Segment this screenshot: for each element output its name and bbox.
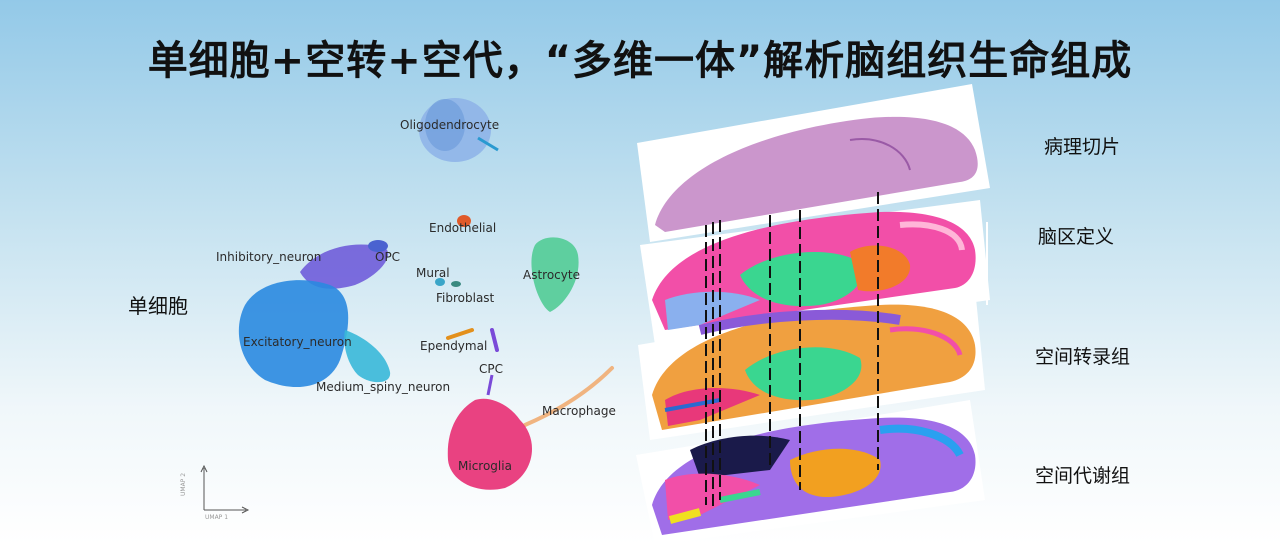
cluster-cpc (490, 328, 499, 352)
cluster-label-mural: Mural (416, 266, 450, 280)
layer-label-spatial-metabolome: 空间代谢组 (1035, 465, 1131, 487)
cluster-oligodendrocyte (419, 98, 499, 162)
umap-x-axis-label: UMAP 1 (205, 514, 229, 521)
cluster-label-macrophage: Macrophage (542, 404, 616, 418)
cluster-label-endothelial: Endothelial (429, 221, 497, 235)
page-title: 单细胞+空转+空代，“多维一体”解析脑组织生命组成 (147, 38, 1133, 84)
cluster-excitatory-neuron (238, 280, 349, 388)
cluster-medium-spiny-neuron (344, 330, 391, 383)
layer-label-spatial-transcriptome: 空间转录组 (1035, 346, 1131, 368)
cluster-endothelial (457, 215, 471, 227)
cluster-opc (368, 240, 388, 252)
cluster-label-fibroblast: Fibroblast (436, 291, 495, 305)
slice-spatial-metabolome (636, 400, 985, 545)
cluster-label-oligodendrocyte: Oligodendrocyte (400, 118, 500, 132)
layer-label-pathology: 病理切片 (1044, 136, 1121, 158)
cluster-label-cpc: CPC (479, 362, 503, 376)
cluster-microglia (447, 374, 532, 490)
cluster-mural (435, 278, 461, 287)
cluster-astrocyte (531, 237, 579, 312)
cluster-label-ependymal: Ependymal (420, 339, 488, 353)
cluster-label-medium-spiny-neuron: Medium_spiny_neuron (316, 380, 451, 394)
umap-axes (200, 464, 250, 514)
layer-label-brain-regions: 脑区定义 (1038, 226, 1115, 248)
cluster-label-excitatory-neuron: Excitatory_neuron (243, 335, 352, 349)
oligodendrocyte-tail (477, 136, 499, 152)
cluster-label-inhibitory-neuron: Inhibitory_neuron (216, 250, 322, 264)
cluster-label-microglia: Microglia (458, 459, 512, 473)
cluster-macrophage (523, 366, 614, 427)
cluster-label-opc: OPC (375, 250, 401, 264)
cluster-inhibitory-neuron (300, 244, 389, 289)
alignment-lines (705, 192, 879, 510)
umap-plot (200, 98, 614, 514)
slice-pathology (637, 84, 990, 242)
single-cell-label: 单细胞 (128, 294, 188, 318)
cluster-label-astrocyte: Astrocyte (523, 268, 580, 282)
cluster-ependymal (446, 328, 474, 340)
